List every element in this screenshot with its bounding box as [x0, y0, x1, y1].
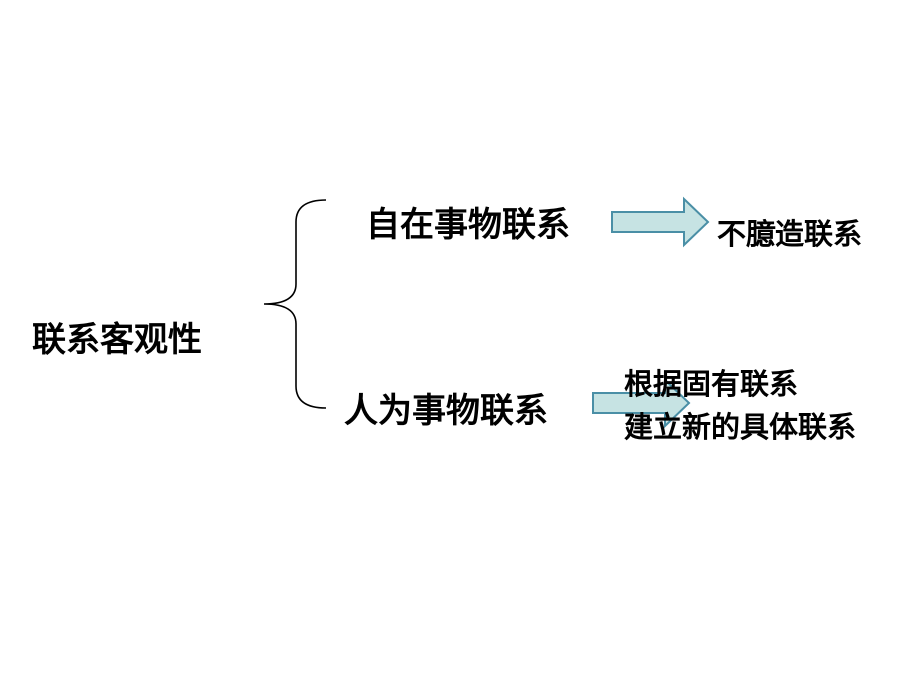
branch-1-result: 不臆造联系: [717, 217, 863, 251]
branch-1-label: 自在事物联系: [366, 205, 570, 245]
branch-2-result-line-1: 根据固有联系: [624, 367, 799, 401]
branch-2-label: 人为事物联系: [344, 391, 548, 431]
branch-2-result-line-2: 建立新的具体联系: [624, 410, 857, 444]
root-node-label: 联系客观性: [32, 320, 202, 360]
